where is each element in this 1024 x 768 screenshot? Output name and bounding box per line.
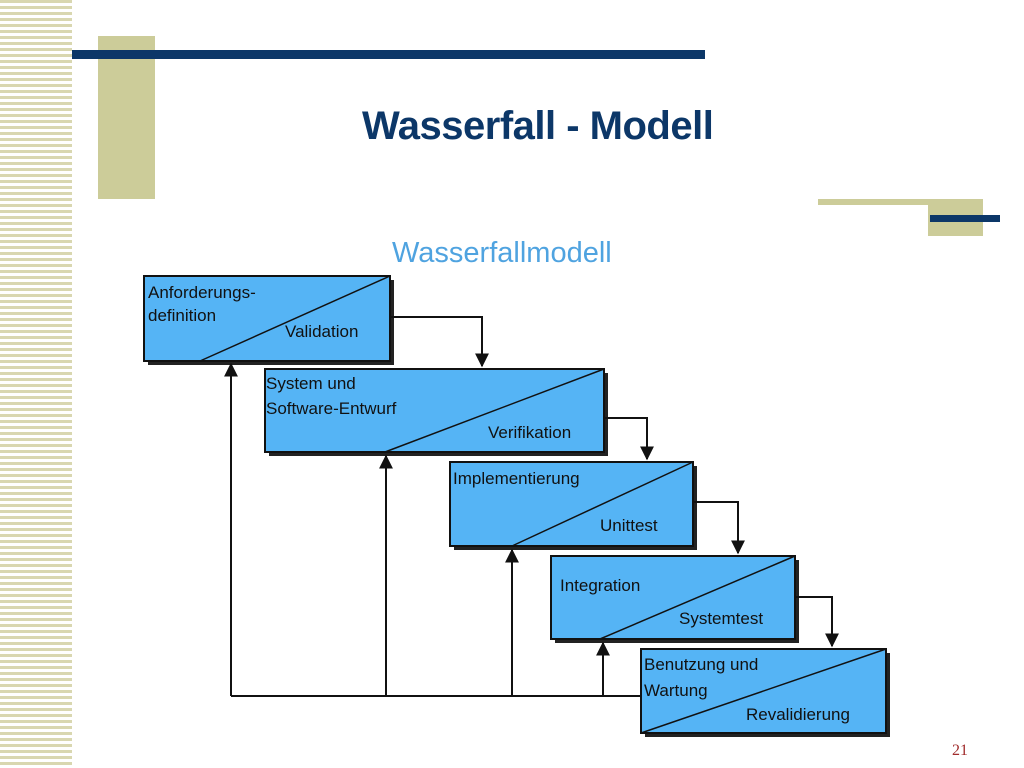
phase-name-line: Anforderungs-	[148, 283, 256, 302]
phase-name-line: Software-Entwurf	[266, 399, 397, 418]
phase-name-line: System und	[266, 374, 356, 393]
phase-check-label: Validation	[285, 322, 358, 341]
phase-box-operation: Benutzung und Wartung Revalidierung	[640, 648, 890, 737]
phase-check-label: Revalidierung	[746, 705, 850, 724]
decorative-top-bar	[72, 50, 705, 59]
phase-name-line: definition	[148, 306, 216, 325]
diagram-title: Wasserfallmodell	[392, 237, 612, 269]
phase-name-line: Benutzung und	[644, 655, 758, 674]
phase-box-integration: Integration Systemtest	[550, 555, 799, 643]
decorative-stripes	[0, 0, 72, 768]
slide-title: Wasserfall - Modell	[362, 104, 714, 148]
page-number: 21	[952, 742, 968, 759]
forward-arrow	[604, 417, 654, 461]
phase-name-line: Integration	[560, 576, 640, 595]
decorative-blue-bar	[930, 215, 1000, 222]
forward-arrow	[693, 501, 745, 555]
phase-check-label: Unittest	[600, 516, 658, 535]
phase-box-implementation: Implementierung Unittest	[449, 461, 697, 550]
phase-box-requirements: Anforderungs- definition Validation	[143, 275, 394, 365]
phase-check-label: Systemtest	[679, 609, 763, 628]
phase-box-design: System und Software-Entwurf Verifikation	[264, 368, 608, 456]
decorative-tan-line	[818, 199, 958, 205]
forward-arrow	[795, 596, 839, 648]
forward-arrow	[390, 316, 489, 368]
phase-check-label: Verifikation	[488, 423, 571, 442]
phase-name-line: Wartung	[644, 681, 708, 700]
decorative-tan-block	[98, 36, 155, 199]
phase-name-line: Implementierung	[453, 469, 580, 488]
